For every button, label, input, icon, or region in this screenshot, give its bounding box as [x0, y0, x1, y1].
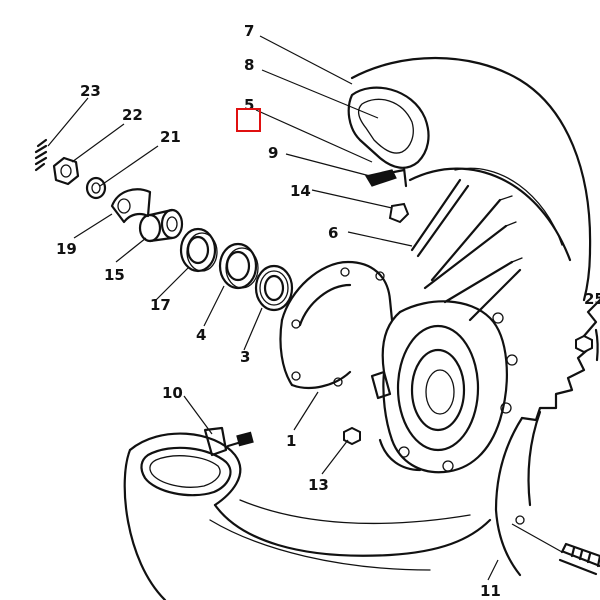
- nut-14: [388, 202, 410, 224]
- collar-15: [138, 208, 184, 243]
- rim-lock: [365, 166, 408, 188]
- bolt-bottom: [558, 542, 600, 576]
- tire-lower: [123, 432, 492, 600]
- callout-labels: 7 8 5 9 14 6 23 22 21 19 15 17 4 3 1 10 …: [56, 22, 600, 600]
- callout-1: 1: [286, 432, 296, 450]
- bearing-3: [254, 264, 294, 312]
- callout-15: 15: [104, 266, 125, 284]
- callout-9: 9: [268, 144, 278, 162]
- callout-3: 3: [240, 348, 250, 366]
- gear-19: [110, 188, 152, 224]
- callout-17: 17: [150, 296, 171, 314]
- seal-4: [218, 242, 259, 290]
- callout-22: 22: [122, 106, 143, 124]
- valve-stem: [203, 426, 254, 457]
- callout-23: 23: [80, 82, 101, 100]
- callout-25: 25: [584, 290, 600, 308]
- inner-tube: [140, 446, 232, 497]
- bearing-17: [179, 227, 218, 273]
- washer-21: [85, 176, 107, 200]
- hub: [279, 260, 518, 474]
- callout-13: 13: [308, 476, 329, 494]
- tire-upper: [350, 56, 599, 362]
- callout-4: 4: [196, 326, 206, 344]
- callout-21: 21: [160, 128, 181, 146]
- leader-lines: [47, 35, 563, 581]
- callout-6: 6: [328, 224, 338, 242]
- axle-23: [34, 138, 48, 172]
- callout-11: 11: [480, 582, 501, 600]
- spokes: [410, 178, 523, 322]
- callout-8: 8: [244, 56, 254, 74]
- highlight-box: [236, 108, 261, 132]
- callout-7: 7: [244, 22, 254, 40]
- callout-19: 19: [56, 240, 77, 258]
- callout-10: 10: [162, 384, 183, 402]
- callout-5: 5: [244, 96, 254, 114]
- rim-band: [347, 86, 430, 169]
- callout-14: 14: [290, 182, 311, 200]
- nut-25: [575, 334, 593, 354]
- nut-22: [52, 156, 80, 186]
